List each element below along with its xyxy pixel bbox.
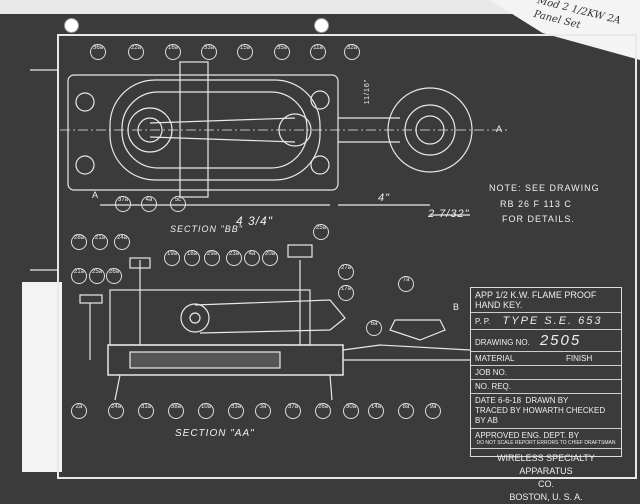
part-balloon: 26a [315, 403, 331, 419]
part-balloon: 8a [398, 403, 414, 419]
job-no-row: JOB NO. [471, 366, 621, 380]
part-balloon: 21a [71, 268, 87, 284]
section-aa-label: SECTION "AA" [175, 428, 255, 439]
section-mark-a-left: A [92, 190, 100, 200]
approved-by: APPROVED ENG. DEPT. BY [475, 431, 580, 440]
part-balloon: 16a [165, 44, 181, 60]
part-balloon: 37a [115, 196, 131, 212]
title-block: APP 1/2 K.W. FLAME PROOF HAND KEY. P. P.… [470, 287, 622, 502]
part-balloon: 38a [168, 403, 184, 419]
part-balloon: 10a [198, 403, 214, 419]
part-balloon: 30a [343, 403, 359, 419]
part-balloon: 32a [344, 44, 360, 60]
border-frame [57, 34, 637, 479]
dimension-offset: 11/16" [364, 78, 372, 105]
part-balloon: 35a [274, 44, 290, 60]
company-name: WIRELESS SPECIALTY APPARATUS [497, 453, 595, 476]
punch-hole [314, 18, 329, 33]
paper-top-margin [0, 0, 640, 14]
plan-view [60, 61, 510, 216]
blueprint-drawing [30, 34, 637, 479]
drawn-by: DRAWN BY [525, 396, 569, 405]
part-balloon: 18a [184, 250, 200, 266]
part-balloon: 15a [237, 44, 253, 60]
part-balloon: 4a [141, 196, 157, 212]
drawing-no-row: DRAWING NO. 2505 [471, 330, 621, 352]
dimension-width: 4 3/4" [236, 214, 273, 228]
part-balloon: 27a [338, 264, 354, 280]
drawing-no-value: 2505 [539, 332, 582, 349]
part-balloon: 36a [90, 44, 106, 60]
traced-by: TRACED BY HOWARTH [475, 406, 564, 415]
part-balloon: 25a [89, 268, 105, 284]
dimension-knob: 2 7/32" [428, 208, 470, 220]
section-aa-view [79, 244, 471, 401]
type-row: P. P. TYPE S.E. 653 [471, 313, 621, 330]
section-mark-a-right: A [496, 124, 504, 134]
part-balloon: 14a [368, 403, 384, 419]
paper-edge [22, 282, 62, 472]
punch-hole [64, 18, 79, 33]
part-balloon: 31a [138, 403, 154, 419]
section-mark-b: B [453, 302, 461, 312]
drawing-no-label: DRAWING NO. [475, 338, 530, 347]
no-req-row: NO. REQ. [471, 380, 621, 394]
part-balloon: 33a [228, 403, 244, 419]
date-value: DATE 6-6-18 [475, 396, 522, 405]
part-balloon: 24a [114, 234, 130, 250]
company-co: CO. [537, 479, 554, 489]
part-balloon: 19a [164, 250, 180, 266]
dimension-arm: 4" [378, 192, 391, 204]
part-balloon: 2a [71, 403, 87, 419]
part-balloon: 23a [226, 250, 242, 266]
part-balloon: 24a [108, 403, 124, 419]
part-balloon: 33a [201, 44, 217, 60]
type-value: TYPE S.E. 653 [502, 315, 603, 327]
part-balloon: 26a [106, 268, 122, 284]
note-line-2: RB 26 F 113 C [500, 199, 572, 209]
part-balloon: 11a [310, 44, 326, 60]
part-balloon: 17a [338, 285, 354, 301]
part-balloon: 20a [262, 250, 278, 266]
note-line-3: FOR DETAILS. [502, 214, 575, 224]
finish-label: FINISH [566, 354, 593, 363]
pp-label: P. P. [475, 317, 491, 326]
part-balloon: 6a [366, 320, 382, 336]
scale-note: DO NOT SCALE REPORT ERRORS TO CHIEF DRAF… [476, 440, 616, 446]
part-balloon: 9a [425, 403, 441, 419]
part-balloon: 25a [313, 224, 329, 240]
part-balloon: 28a [71, 234, 87, 250]
section-bb-label: SECTION "BB" [170, 224, 243, 234]
part-balloon: 5c [170, 196, 186, 212]
part-balloon: 37a [285, 403, 301, 419]
part-balloon: 3a [255, 403, 271, 419]
company-block: WIRELESS SPECIALTY APPARATUS CO. BOSTON,… [471, 449, 621, 504]
part-balloon: 4a [244, 250, 260, 266]
note-line-1: NOTE: SEE DRAWING [489, 183, 600, 193]
material-label: MATERIAL [475, 354, 515, 363]
checked-by: CHECKED BY AB [475, 406, 606, 425]
part-balloon: 7a [398, 276, 414, 292]
title-row: APP 1/2 K.W. FLAME PROOF HAND KEY. [471, 288, 621, 313]
part-balloon: 22a [128, 44, 144, 60]
material-row: MATERIAL FINISH [471, 352, 621, 366]
part-balloon: 29a [204, 250, 220, 266]
part-balloon: 21a [92, 234, 108, 250]
